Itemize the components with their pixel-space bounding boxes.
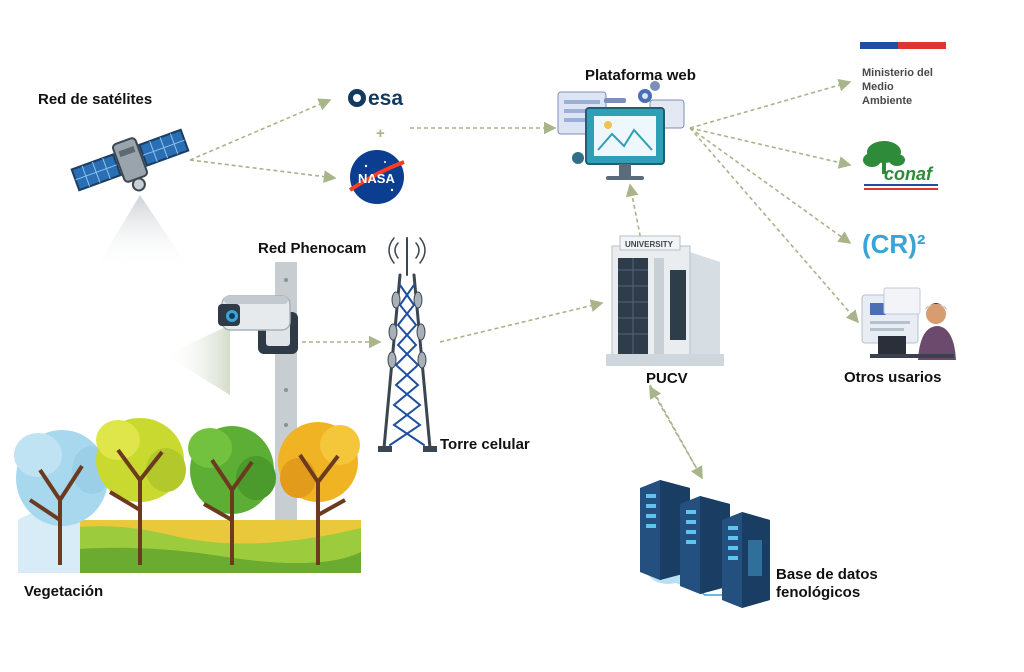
svg-text:NASA: NASA	[358, 171, 395, 186]
conaf-logo: conaf	[863, 141, 938, 190]
arrow-platform-users	[689, 127, 860, 324]
tower-label: Torre celular	[440, 436, 530, 453]
phenocam-label: Red Phenocam	[258, 240, 367, 257]
database-label-line2: fenológicos	[776, 584, 861, 601]
arrow-satellite-esa	[189, 98, 332, 161]
satellite-icon	[70, 128, 190, 270]
svg-text:UNIVERSITY: UNIVERSITY	[625, 240, 674, 249]
esa-logo: esa	[348, 87, 403, 110]
ministerio-line3: Ambiente	[862, 95, 913, 107]
arrow-pucv-database	[649, 384, 703, 480]
svg-text:(CR)²: (CR)²	[862, 229, 926, 259]
trees-illustration	[14, 418, 361, 573]
connection-arrows	[189, 78, 860, 480]
ministerio-line2: Medio	[862, 81, 894, 93]
other-users-label: Otros usarios	[844, 369, 942, 386]
web-platform-icon	[557, 81, 685, 180]
cell-tower-icon	[378, 237, 437, 452]
nasa-logo: NASA	[348, 150, 405, 204]
arrow-platform-conaf	[689, 127, 852, 169]
svg-text:esa: esa	[368, 87, 403, 110]
ministerio-logo	[860, 42, 946, 49]
cr2-logo: (CR)²	[862, 229, 926, 259]
ministerio-line1: Ministerio del	[862, 67, 933, 79]
svg-text:conaf: conaf	[884, 164, 934, 184]
platform-label: Plataforma web	[585, 67, 696, 84]
arrow-platform-ministerio	[689, 78, 852, 129]
plus-sign: +	[376, 125, 385, 142]
university-building-icon: UNIVERSITY	[606, 235, 724, 366]
satellites-label: Red de satélites	[38, 91, 153, 108]
arrow-tower-pucv	[439, 299, 604, 343]
pucv-label: PUCV	[646, 370, 688, 387]
database-label-line1: Base de datos	[776, 566, 878, 583]
arrow-satellite-nasa	[189, 159, 337, 183]
arrow-database-pucv	[649, 385, 703, 479]
server-rack-icon	[640, 480, 770, 608]
vegetation-label: Vegetación	[24, 583, 104, 600]
arrow-platform-cr2	[689, 127, 852, 244]
person-at-laptop-icon	[861, 287, 956, 360]
